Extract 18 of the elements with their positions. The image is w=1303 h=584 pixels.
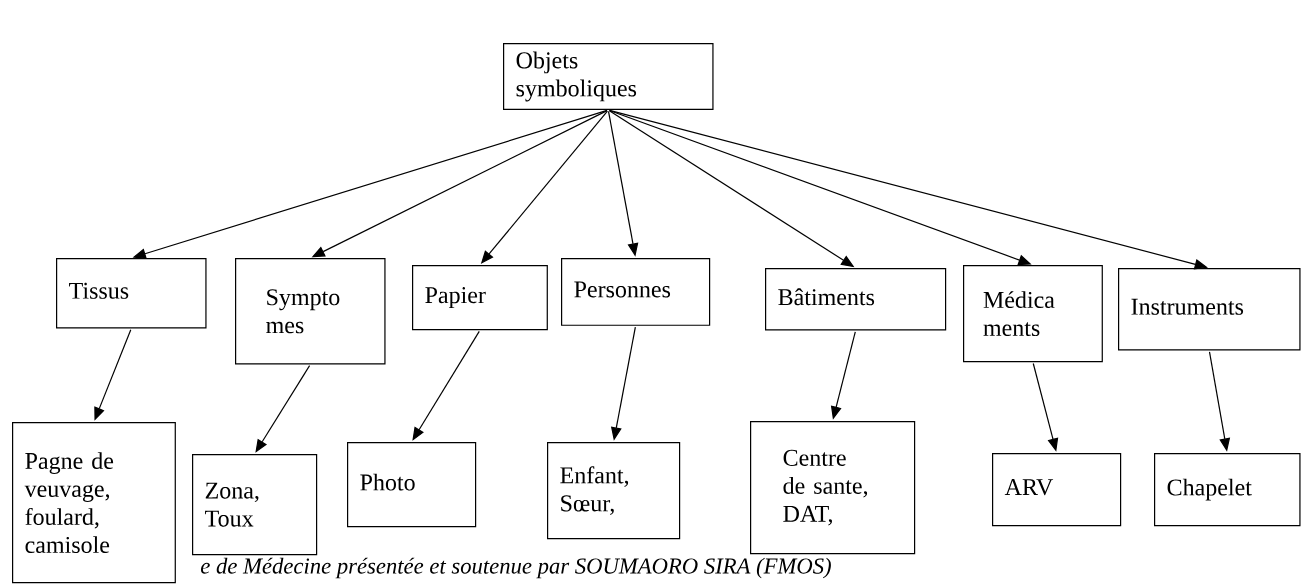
- category-box: Chapelet: [1154, 453, 1301, 527]
- arrow: [255, 365, 311, 453]
- arrow: [412, 330, 480, 441]
- category-box: Instruments: [1118, 268, 1301, 351]
- category-box: Photo: [347, 442, 477, 528]
- category-box: Sympto mes: [235, 258, 386, 365]
- category-box: Papier: [412, 265, 548, 331]
- category-box: ARV: [992, 453, 1122, 527]
- category-box: Objets symboliques: [503, 43, 714, 111]
- category-box: Zona, Toux: [192, 454, 318, 556]
- category-box: Médica ments: [963, 265, 1103, 363]
- category-box: Bâtiments: [765, 268, 947, 331]
- category-box: Centre de sante, DAT,: [750, 421, 916, 555]
- category-box: Personnes: [561, 258, 711, 326]
- category-box: Enfant, Sœur,: [547, 442, 681, 540]
- category-box: Pagne de veuvage, foulard, camisole: [12, 422, 176, 584]
- category-box: Tissus: [56, 258, 207, 329]
- footer-text: e de Médecine présentée et soutenue par SOUMAORO SIRA (FMOS): [200, 557, 831, 579]
